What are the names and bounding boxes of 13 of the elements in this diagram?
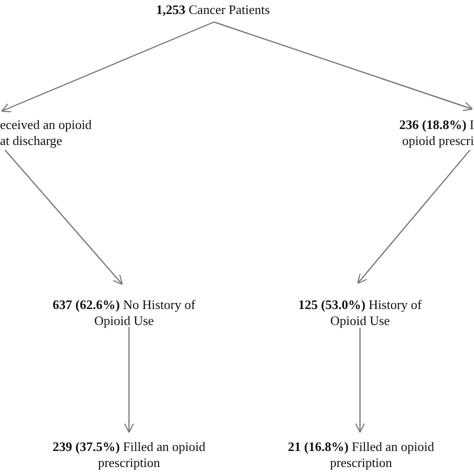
node-label: 637 (62.6%) No History of Opioid Use (52, 297, 196, 329)
arrow (1, 21, 214, 112)
node-label: 21 (16.8%) Filled an opioid prescription (286, 439, 436, 471)
arrow (354, 328, 366, 433)
node-label: eceived an opioid at discharge (0, 117, 93, 149)
arrow (214, 21, 473, 112)
node-label: 1,253 Cancer Patients (155, 2, 271, 18)
node-label: 236 (18.8%) I opioid prescri (398, 117, 474, 149)
arrow (357, 150, 470, 284)
arrow (4, 150, 123, 285)
node-label: 239 (37.5%) Filled an opioid prescription (52, 439, 206, 471)
arrow (124, 327, 134, 433)
node-label: 125 (53.0%) History of Opioid Use (297, 297, 423, 329)
